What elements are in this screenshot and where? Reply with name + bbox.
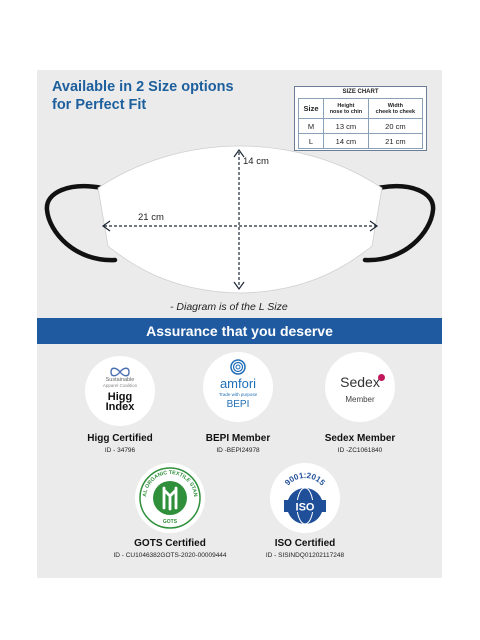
mask-body bbox=[97, 145, 383, 294]
assurance-banner: Assurance that you deserve bbox=[37, 318, 442, 344]
left-ear-loop bbox=[44, 184, 118, 263]
header-width-line-1: Width bbox=[387, 102, 403, 109]
amfori-tagline: Trade with purpose bbox=[218, 392, 258, 397]
size-chart: SIZE CHART Size Height nose to chin Widt… bbox=[294, 86, 427, 151]
sedex-member-text: Member bbox=[345, 395, 375, 404]
header-width-line-2: cheek to cheek bbox=[375, 108, 416, 115]
size-chart-title: SIZE CHART bbox=[342, 89, 379, 95]
size-chart-header-row: Size Height nose to chin Width cheek to … bbox=[298, 98, 424, 119]
sedex-wordmark: Sedex bbox=[340, 374, 380, 390]
amfori-logo-badge: amfori Trade with purpose BEPI bbox=[203, 352, 273, 422]
sedex-cert-id: ID -ZC1061840 bbox=[337, 447, 383, 454]
diagram-note: - Diagram is of the L Size bbox=[170, 301, 288, 313]
iso-cert-name: ISO Certified bbox=[274, 538, 336, 549]
gots-logo-badge: GLOBAL ORGANIC TEXTILE STANDARD GOTS bbox=[133, 459, 205, 533]
table-row: M 13 cm 20 cm bbox=[298, 118, 424, 134]
row-width: 21 cm bbox=[367, 133, 424, 149]
iso-cert-id: ID - SISINDQ01202117248 bbox=[265, 552, 345, 559]
sedex-logo-badge: Sedex Member bbox=[325, 352, 395, 422]
higg-sac-line-1: Sustainable bbox=[105, 377, 135, 383]
width-label: 21 cm bbox=[138, 212, 164, 223]
height-arrow-top bbox=[233, 148, 245, 158]
right-ear-loop bbox=[362, 184, 436, 263]
header-height-line-1: Height bbox=[337, 102, 355, 109]
table-row: L 14 cm 21 cm bbox=[298, 133, 424, 149]
iso-wordmark: ISO bbox=[296, 502, 315, 514]
height-label: 14 cm bbox=[243, 156, 269, 167]
amfori-swirl-icon bbox=[230, 359, 246, 375]
higg-cert-id: ID - 34796 bbox=[104, 447, 136, 454]
headline-line-1: Available in 2 Size options bbox=[52, 79, 234, 95]
bepi-cert-name: BEPI Member bbox=[205, 433, 271, 444]
width-arrow-left bbox=[101, 220, 111, 232]
gots-cert-name: GOTS Certified bbox=[134, 538, 206, 549]
gots-cert-id: ID - CU1046382GOTS-2020-00009444 bbox=[113, 552, 227, 559]
width-arrow-right bbox=[369, 220, 379, 232]
size-chart-table: Size Height nose to chin Width cheek to … bbox=[298, 98, 424, 149]
higg-index-wordmark: Index bbox=[105, 401, 135, 413]
infinity-icon bbox=[110, 367, 130, 377]
higg-logo-badge: Sustainable Apparel Coalition Higg Index bbox=[85, 356, 155, 426]
row-width: 20 cm bbox=[367, 118, 424, 134]
iso-globe-icon: 9001:2015 ISO bbox=[283, 471, 327, 525]
row-size: L bbox=[298, 133, 324, 149]
higg-sac-line-2: Apparel Coalition bbox=[102, 383, 138, 388]
iso-standard-arc: 9001:2015 bbox=[283, 471, 327, 488]
sedex-cert-name: Sedex Member bbox=[324, 433, 396, 444]
bepi-wordmark: BEPI bbox=[226, 399, 250, 410]
height-arrow-bottom bbox=[233, 281, 245, 291]
iso-logo-badge: 9001:2015 ISO bbox=[270, 463, 340, 533]
bepi-cert-id: ID -BEPI24978 bbox=[216, 447, 260, 454]
headline-line-2: for Perfect Fit bbox=[52, 97, 147, 113]
header-height-line-2: nose to chin bbox=[329, 108, 363, 115]
gots-short-label: GOTS bbox=[163, 519, 178, 525]
gots-seal-icon: GLOBAL ORGANIC TEXTILE STANDARD GOTS bbox=[133, 459, 201, 529]
higg-cert-name: Higg Certified bbox=[87, 433, 153, 444]
mask-diagram bbox=[44, 145, 436, 294]
sedex-dot-icon bbox=[378, 374, 385, 381]
amfori-wordmark: amfori bbox=[219, 376, 257, 391]
higg-wordmark: Higg bbox=[107, 391, 133, 403]
size-options-headline: Available in 2 Size options for Perfect … bbox=[52, 78, 262, 114]
